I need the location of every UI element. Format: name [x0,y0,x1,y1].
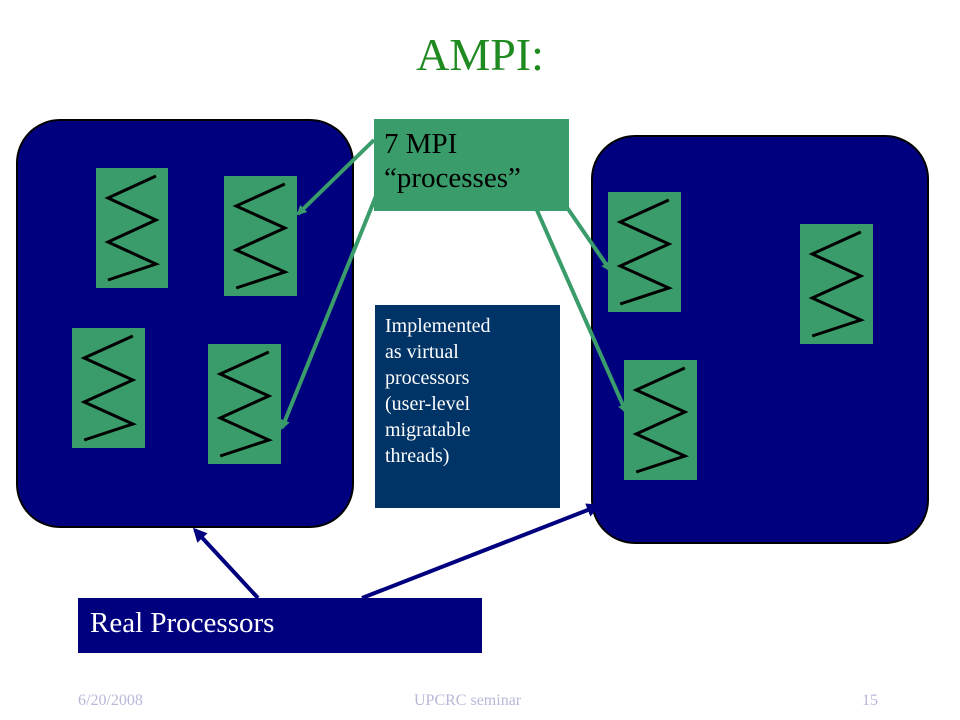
arrow-real-to-left-processor [192,527,260,600]
mpi-label-line2: “processes” [384,162,521,194]
wavy-thread-icon [616,198,673,306]
wavy-thread-icon [808,230,865,338]
wavy-thread-icon [632,366,689,474]
footer-page-number: 15 [862,692,878,709]
arrow-real-to-right-processor [361,503,601,600]
footer-date: 6/20/2008 [78,692,143,709]
wavy-thread-icon [80,334,137,442]
thread-right-2 [800,224,873,344]
thread-left-2 [224,176,297,296]
wavy-thread-icon [104,174,161,282]
real-processors-label: Real Processors [78,598,482,653]
implemented-note: Implemented as virtual processors (user-… [375,305,560,508]
impl-line: migratable [385,419,471,441]
impl-line: Implemented [385,315,491,337]
impl-line: (user-level [385,393,471,415]
wavy-thread-icon [216,350,273,458]
thread-left-3 [72,328,145,448]
impl-line: processors [385,367,470,389]
mpi-label-line1: 7 MPI [384,128,458,160]
footer-event: UPCRC seminar [414,692,522,709]
impl-line: as virtual [385,341,459,363]
thread-left-1 [96,168,168,288]
impl-line: threads) [385,445,450,467]
slide-title: AMPI: [416,29,544,80]
thread-right-1 [608,192,681,312]
wavy-thread-icon [232,182,289,290]
mpi-processes-label: 7 MPI “processes” [374,119,569,211]
thread-left-4 [208,344,281,464]
processor-left [16,119,354,528]
thread-right-3 [624,360,697,480]
